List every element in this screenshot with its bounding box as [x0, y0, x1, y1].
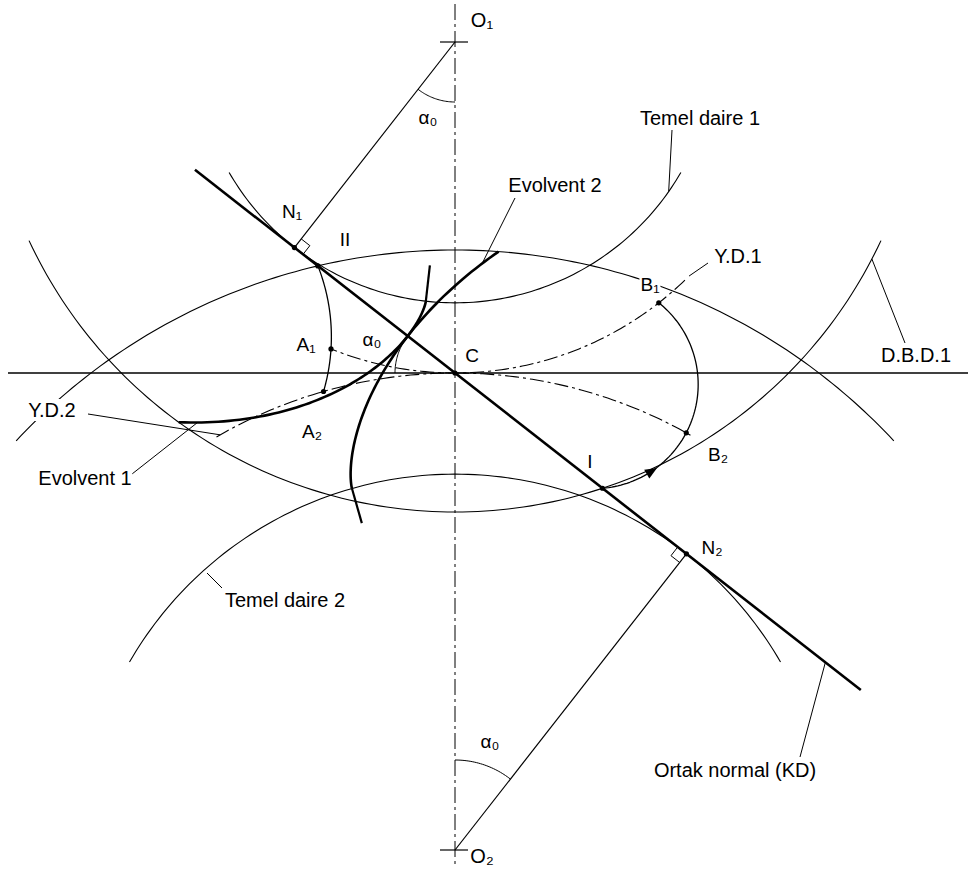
figure-label: B₂	[707, 445, 729, 466]
tooth-root-line	[426, 265, 430, 301]
leader-line	[482, 198, 515, 263]
figure-label: Evolvent 2	[507, 174, 602, 196]
point-dot	[600, 486, 605, 491]
figure-label: C	[464, 346, 480, 367]
figure-label: A₂	[301, 422, 323, 443]
figure-label: Evolvent 1	[37, 467, 132, 489]
action-arc	[318, 266, 331, 392]
pitch-tangent-line	[8, 372, 968, 374]
arrow-head	[644, 468, 657, 478]
leader-line	[872, 259, 905, 343]
point-dot	[452, 370, 457, 375]
figure-label: D.B.D.1	[880, 344, 952, 366]
figure-label: II	[339, 230, 352, 251]
figure-label: B₁	[639, 275, 660, 296]
addendum-circle	[29, 241, 881, 512]
figure-label: O₂	[469, 845, 494, 867]
leader-line	[689, 263, 708, 276]
leader-line	[669, 130, 672, 192]
line-of-action	[195, 170, 861, 690]
figure-label: Y.D.1	[713, 245, 762, 267]
figure-label: A₁	[295, 335, 316, 356]
leader-line	[88, 414, 220, 435]
angle-arc	[455, 760, 510, 779]
radius-line	[455, 554, 686, 850]
angle-arc	[395, 336, 408, 373]
figure-label: Y.D.2	[27, 399, 76, 421]
figure-label: Temel daire 2	[224, 589, 346, 611]
point-dot	[328, 346, 333, 351]
angle-arc	[418, 89, 455, 102]
figure-label: Ortak normal (KD)	[653, 759, 817, 781]
point-dot	[315, 263, 320, 268]
point-dot	[684, 551, 689, 556]
radius-line	[294, 42, 455, 248]
figure-label: α₀	[480, 732, 501, 753]
figure-label: Temel daire 1	[639, 107, 761, 129]
involute-profile	[351, 252, 499, 489]
addendum-circle	[16, 250, 894, 441]
tooth-root-line	[352, 489, 362, 524]
figure-label: α₀	[418, 108, 439, 129]
point-dot	[292, 245, 297, 250]
pitch-circle	[217, 373, 694, 437]
point-dot	[321, 389, 326, 394]
geometry-group	[16, 42, 905, 850]
point-dot	[656, 300, 661, 305]
right-angle-mark	[671, 547, 680, 562]
leader-line	[207, 573, 222, 588]
center-tick	[440, 849, 468, 850]
base-circle	[229, 172, 681, 302]
center-line	[455, 4, 456, 866]
figure-label: N₁	[281, 202, 303, 223]
action-arc	[603, 303, 699, 488]
leader-line	[800, 662, 825, 757]
figure-label: O₁	[470, 9, 494, 31]
point-dot	[684, 430, 689, 435]
figure-label: I	[586, 452, 593, 473]
figure-label: α₀	[362, 330, 383, 351]
right-angle-mark	[301, 239, 310, 254]
figure-label: N₂	[700, 538, 723, 559]
base-circle	[129, 474, 780, 662]
